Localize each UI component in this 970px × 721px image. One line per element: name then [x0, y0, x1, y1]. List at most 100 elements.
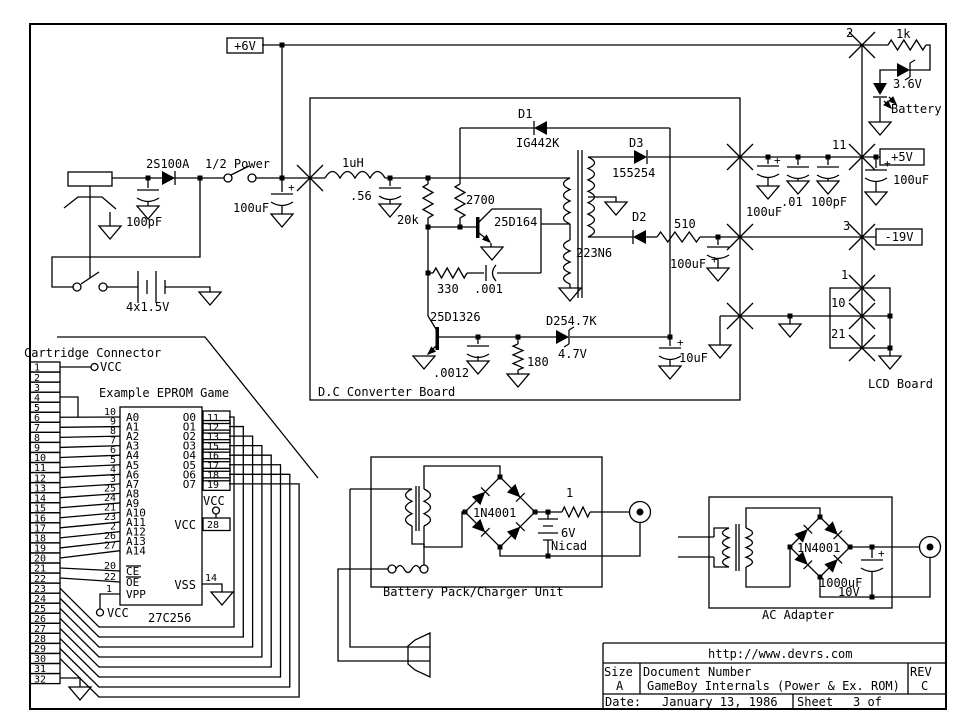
terminal-icon — [99, 283, 107, 291]
label-power_input-diode: 2S100A — [146, 157, 190, 171]
connector-pin-icon — [637, 509, 644, 516]
label-output_rails-rail_5v: +5V — [891, 150, 913, 164]
transistor-bar — [476, 217, 480, 238]
junction-dot — [198, 176, 203, 181]
ground-icon — [707, 268, 729, 281]
resistor-icon — [657, 232, 700, 242]
resistor-icon — [513, 344, 523, 370]
transformer-core — [578, 150, 582, 298]
label-cartridge-vcc-num: 28 — [207, 520, 219, 531]
label-output_rails-pin11: 11 — [832, 138, 846, 152]
label-converter-r_base: 2700 — [466, 193, 495, 207]
label-cartridge-vcc-name: VCC — [174, 518, 196, 532]
label-converter-d3: D3 — [629, 136, 643, 150]
junction-dot — [146, 176, 151, 181]
label-converter-cap_neg: 100uF — [670, 257, 706, 271]
eprom-pin-number: 19 — [207, 480, 219, 491]
junction-dot — [874, 155, 879, 160]
generated-layer: 1234567891011121314151617181920212223242… — [30, 362, 299, 697]
coil-icon — [564, 240, 571, 284]
label-cartridge-chip: 27C256 — [148, 611, 191, 625]
label-converter-d1: D1 — [518, 107, 532, 121]
junction-dot — [426, 225, 431, 230]
eprom-pin-name: O7 — [183, 478, 196, 491]
junction-dot — [888, 314, 893, 319]
diode-icon — [633, 230, 646, 244]
boxes-layer — [30, 24, 946, 709]
coil-icon — [424, 489, 431, 526]
label-cartridge-pin1_net: VCC — [100, 360, 122, 374]
terminal-icon — [73, 283, 81, 291]
diode-icon — [534, 121, 547, 135]
label-converter-cap_q2: .0012 — [433, 366, 469, 380]
label-title_block-rev: C — [921, 679, 928, 693]
label-converter-d2: D2 — [632, 210, 646, 224]
wire — [202, 584, 222, 592]
junction-dot — [888, 346, 893, 351]
junction-dot — [716, 235, 721, 240]
wire — [165, 287, 210, 292]
junction-dot — [796, 155, 801, 160]
label-charger-bridge: 1N4001 — [473, 506, 516, 520]
capacitor-icon — [861, 568, 883, 572]
label-power_input-battery: 4x1.5V — [126, 300, 169, 314]
label-power_input-plus: + — [878, 547, 885, 560]
label-output_rails-zener: 3.6V — [893, 77, 922, 91]
label-converter-zener_v: 4.7V — [558, 347, 587, 361]
ground-icon — [709, 345, 731, 358]
label-output_rails-led_label: Battery — [891, 102, 942, 116]
wire — [412, 526, 424, 565]
transformer-core — [416, 486, 419, 531]
label-converter-winding: 223N6 — [576, 246, 612, 260]
ground-icon — [787, 181, 809, 194]
label-converter-cap_in: .56 — [350, 189, 372, 203]
junction-dot — [826, 155, 831, 160]
resistor-icon — [423, 184, 433, 218]
wire — [746, 508, 820, 528]
wire — [910, 45, 930, 70]
label-output_rails-cap_5v: 100uF — [746, 205, 782, 219]
junction-dot — [426, 271, 431, 276]
label-title_block-date_label: Date: — [605, 695, 641, 709]
ac-plug-icon — [408, 633, 430, 677]
label-charger-batt_v: 6V — [561, 526, 575, 540]
label-power_input-cap_rail: 100uF — [233, 201, 269, 215]
diode-icon — [634, 150, 647, 164]
capacitor-icon — [467, 354, 489, 358]
junction-dot — [546, 510, 551, 515]
label-converter-d1_part: IG442K — [516, 136, 560, 150]
label-converter-inductor: 1uH — [342, 156, 364, 170]
ground-icon — [869, 122, 891, 135]
capacitor-icon — [659, 356, 681, 360]
label-converter-zener: D254.7K — [546, 314, 597, 328]
label-title_block-title: GameBoy Internals (Power & Ex. ROM) — [647, 679, 900, 693]
label-converter-r_fb: 330 — [437, 282, 459, 296]
junction-dot — [458, 225, 463, 230]
label-cartridge-vss-name: VSS — [174, 578, 196, 592]
transformer-core — [736, 524, 739, 571]
wire — [424, 466, 500, 489]
connector-pin-number: 32 — [34, 674, 46, 685]
label-output_rails-r_led: 1k — [896, 27, 911, 41]
diode-icon — [162, 171, 175, 185]
ground-icon — [757, 186, 779, 199]
ground-icon — [879, 356, 901, 369]
label-lcd_board-label: LCD Board — [868, 377, 933, 391]
label-title_block-rev_label: REV — [910, 665, 932, 679]
junction-dot — [498, 475, 503, 480]
capacitor-icon — [757, 174, 779, 178]
ground-icon — [211, 592, 233, 605]
resistor-icon — [433, 268, 467, 278]
symbols-layer — [69, 32, 941, 700]
label-title_block-doc_label: Document Number — [643, 665, 751, 679]
label-charger-batt_type: Nicad — [551, 539, 587, 553]
battery-icon — [138, 271, 165, 303]
eprom-pin-number: 27 — [104, 541, 116, 552]
inductor-icon — [325, 172, 385, 179]
label-converter-q2: 25D1326 — [430, 310, 481, 324]
label-cartridge-ce-num: 20 — [104, 561, 116, 572]
diode-icon — [897, 63, 910, 77]
wire — [678, 528, 729, 537]
capacitor-icon — [493, 265, 497, 281]
junction-dot — [870, 595, 875, 600]
